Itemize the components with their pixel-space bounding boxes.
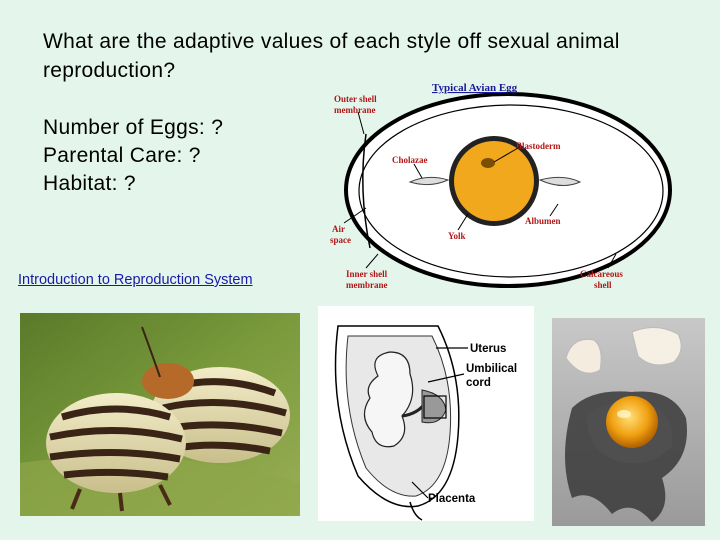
criteria-habitat: Habitat: ?	[43, 172, 136, 195]
criteria-number-of-eggs: Number of Eggs: ?	[43, 116, 224, 139]
label-chalaza: Cholazae	[392, 155, 428, 165]
label-calcareous: Calcareous	[580, 269, 623, 279]
criteria-list: Number of Eggs: ? Parental Care: ? Habit…	[43, 114, 223, 198]
egg-pointer-lines	[343, 111, 617, 269]
uterus-diagram: Uterus Umbilical cord Placenta	[318, 306, 534, 521]
egg-inner-membrane	[358, 104, 664, 278]
egg-air-space-line	[362, 133, 371, 249]
reproduction-system-link[interactable]: Introduction to Reproduction System	[18, 272, 253, 288]
slide-question: What are the adaptive values of each sty…	[43, 30, 620, 82]
egg-diagram-title: Typical Avian Egg	[432, 82, 518, 94]
cracked-egg-photo	[552, 318, 705, 526]
egg-chalaza-left	[408, 176, 450, 186]
label-outer-shell-membrane: membrane	[334, 105, 376, 115]
label-uterus: Uterus	[470, 343, 506, 355]
criteria-parental-care: Parental Care: ?	[43, 144, 201, 167]
label-calcareous-shell: shell	[594, 280, 612, 290]
label-umbilical-cord: cord	[466, 377, 491, 389]
avian-egg-diagram: Typical Avian Egg Outer shell membrane B…	[330, 82, 672, 290]
label-air-space: space	[330, 235, 351, 245]
egg-blastoderm	[481, 158, 495, 168]
label-inner-shell: Inner shell	[346, 269, 388, 279]
egg-yolk	[454, 141, 534, 221]
label-blastoderm: Blastoderm	[516, 141, 561, 151]
label-albumen: Albumen	[525, 216, 561, 226]
label-umbilical: Umbilical	[466, 363, 517, 375]
label-inner-shell-membrane: membrane	[346, 280, 388, 290]
egg-chalaza-right	[538, 176, 582, 186]
label-air: Air	[332, 224, 345, 234]
label-yolk: Yolk	[448, 231, 466, 241]
label-placenta: Placenta	[428, 493, 476, 505]
label-outer-shell: Outer shell	[334, 94, 377, 104]
beetle-photo	[20, 313, 300, 516]
